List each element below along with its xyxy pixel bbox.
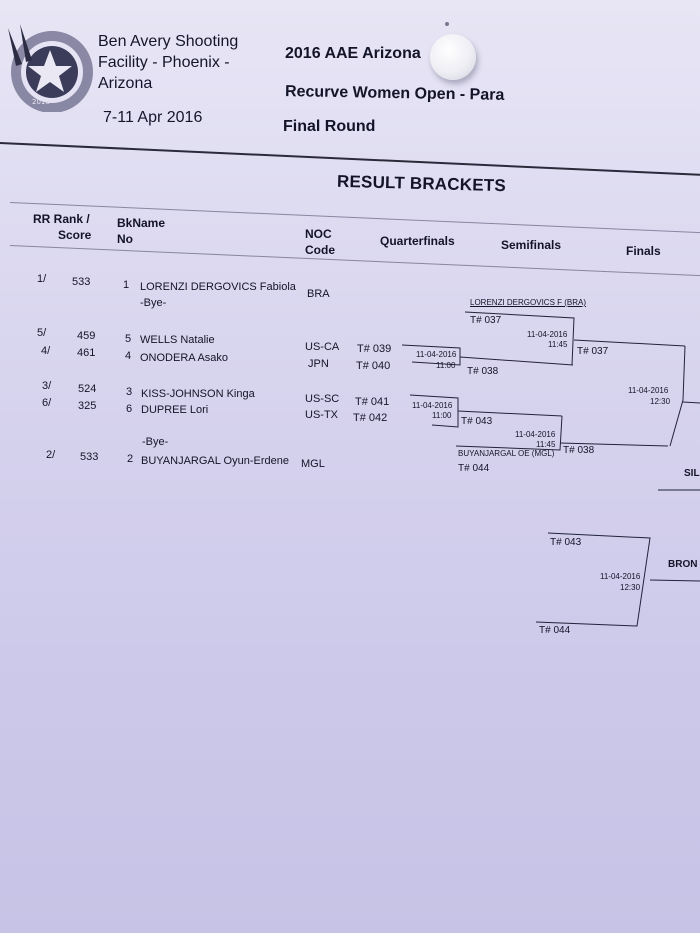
- col-finals: Finals: [626, 244, 661, 258]
- sf-bottom-target: T# 043: [461, 416, 493, 427]
- usa-archery-logo-icon: 2016: [8, 24, 93, 112]
- bronze-bottom-target: T# 044: [539, 625, 571, 636]
- final-bottom-target: T# 038: [563, 445, 595, 456]
- entry-score: 459: [77, 330, 96, 342]
- entry-score: 325: [78, 400, 97, 412]
- entry-noc: US-CA: [305, 341, 340, 353]
- col-rr-rank: RR Rank /: [33, 212, 90, 226]
- entry-bk-no: 5: [125, 333, 132, 345]
- entry-noc: JPN: [308, 358, 329, 370]
- entry-name: DUPREE Lori: [141, 404, 209, 416]
- entry-name: BUYANJARGAL Oyun-Erdene: [141, 455, 289, 467]
- col-semifinals: Semifinals: [501, 238, 562, 252]
- venue-line-1: Ben Avery Shooting: [98, 33, 239, 50]
- column-header-top-rule: [9, 202, 700, 234]
- silver-label: SIL: [684, 468, 700, 479]
- sf-top-winner: LORENZI DERGOVICS F (BRA): [470, 298, 587, 307]
- entry-bk-no: 2: [127, 453, 134, 465]
- final-time: 12:30: [650, 397, 671, 406]
- qf2-date: 11-04-2016: [412, 401, 453, 410]
- final-top-target: T# 037: [577, 346, 609, 357]
- sf-bottom-target-2: T# 044: [458, 463, 490, 474]
- column-header-bottom-rule: [9, 245, 700, 277]
- entry-rank: 3/: [42, 380, 52, 392]
- venue-line-2: Facility - Phoenix -: [98, 54, 230, 71]
- entry-name: LORENZI DERGOVICS Fabiola: [140, 281, 296, 293]
- entry-bk-no: 1: [123, 279, 130, 291]
- entry-score: 524: [78, 383, 97, 395]
- entry-target: T# 039: [357, 343, 392, 355]
- col-score: Score: [58, 228, 92, 242]
- bronze-date: 11-04-2016: [600, 572, 641, 581]
- entry-name: KISS-JOHNSON Kinga: [141, 388, 255, 400]
- col-bkname: BkName: [117, 216, 166, 230]
- push-pin: [430, 34, 476, 80]
- entry-bye: -Bye-: [142, 436, 169, 448]
- bronze-label: BRON: [668, 559, 698, 570]
- entry-rank: 5/: [37, 327, 47, 339]
- sf-bottom-date: 11-04-2016: [515, 430, 556, 439]
- entry-rank: 2/: [46, 449, 56, 461]
- bronze-top-target: T# 043: [550, 537, 582, 548]
- sf-top-vs-target: T# 038: [467, 366, 499, 377]
- qf1-date: 11-04-2016: [416, 350, 457, 359]
- qf1-time: 11:00: [436, 361, 456, 370]
- sf-top-time: 11:45: [548, 340, 568, 349]
- entry-target: T# 040: [356, 360, 391, 372]
- col-code: Code: [305, 243, 335, 257]
- entry-bk-no: 3: [126, 386, 133, 398]
- entry-score: 461: [77, 347, 96, 359]
- entry-target: T# 041: [355, 396, 390, 408]
- entry-rank: 1/: [37, 273, 47, 285]
- venue-line-3: Arizona: [98, 75, 153, 92]
- entry-noc: BRA: [307, 288, 330, 300]
- sf-bottom-time: 11:45: [536, 440, 556, 449]
- entry-score: 533: [72, 276, 91, 288]
- page-title: RESULT BRACKETS: [336, 171, 507, 196]
- entry-rank: 6/: [42, 397, 52, 409]
- col-quarterfinals: Quarterfinals: [380, 234, 455, 248]
- header-rule: [0, 142, 700, 177]
- col-noc: NOC: [305, 227, 332, 241]
- entry-rank: 4/: [41, 345, 51, 357]
- event-dates: 7-11 Apr 2016: [103, 109, 203, 126]
- entry-noc: MGL: [301, 458, 325, 470]
- entry-name: ONODERA Asako: [140, 352, 229, 364]
- competition-name: 2016 AAE Arizona: [285, 45, 421, 62]
- bronze-time: 12:30: [620, 583, 641, 592]
- round-name: Final Round: [283, 118, 376, 135]
- pin-hole: [445, 22, 449, 26]
- entry-bye: -Bye-: [140, 297, 167, 309]
- sf-bottom-winner: BUYANJARGAL OE (MGL): [458, 449, 555, 458]
- entry-name: WELLS Natalie: [140, 334, 215, 346]
- entry-bk-no: 4: [125, 350, 132, 362]
- sf-top-target: T# 037: [470, 315, 502, 326]
- entry-score: 533: [80, 451, 99, 463]
- final-date: 11-04-2016: [628, 386, 669, 395]
- entry-noc: US-SC: [305, 393, 340, 405]
- logo-year: 2016: [32, 98, 50, 106]
- entry-target: T# 042: [353, 412, 388, 424]
- col-no: No: [117, 232, 133, 246]
- entry-noc: US-TX: [305, 409, 338, 421]
- entry-bk-no: 6: [126, 403, 133, 415]
- event-name: Recurve Women Open - Para: [284, 83, 505, 104]
- qf2-time: 11:00: [432, 411, 452, 420]
- sf-top-date: 11-04-2016: [527, 330, 568, 339]
